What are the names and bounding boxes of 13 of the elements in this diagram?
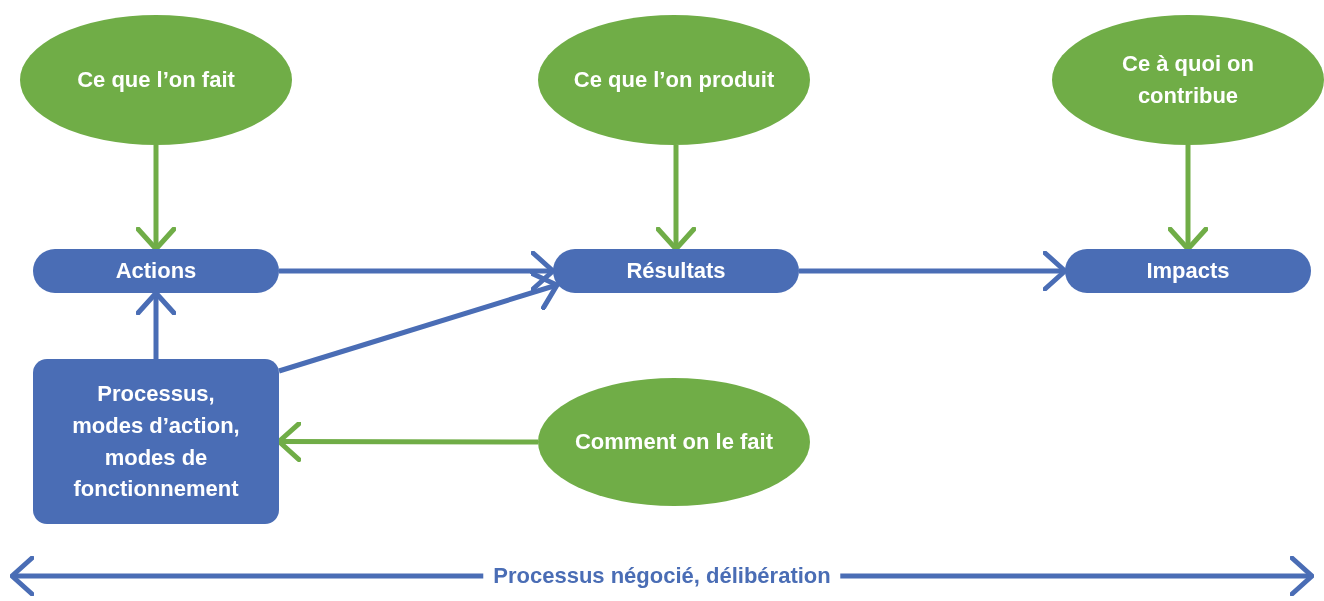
pill-node: Impacts [1065,249,1311,293]
ellipse-node: Ce à quoi on contribue [1052,15,1324,145]
process-box: Processus, modes d’action, modes de fonctionnement [33,359,279,524]
arrow [1167,145,1209,252]
arrow [278,271,560,374]
arrow [135,145,177,252]
pill-node: Résultats [553,249,799,293]
arrow [655,145,697,252]
ellipse-node: Ce que l’on fait [20,15,292,145]
pill-node: Actions [33,249,279,293]
ellipse-node: Ce que l’on produit [538,15,810,145]
arrow [135,290,177,359]
ellipse-node: Comment on le fait [538,378,810,506]
